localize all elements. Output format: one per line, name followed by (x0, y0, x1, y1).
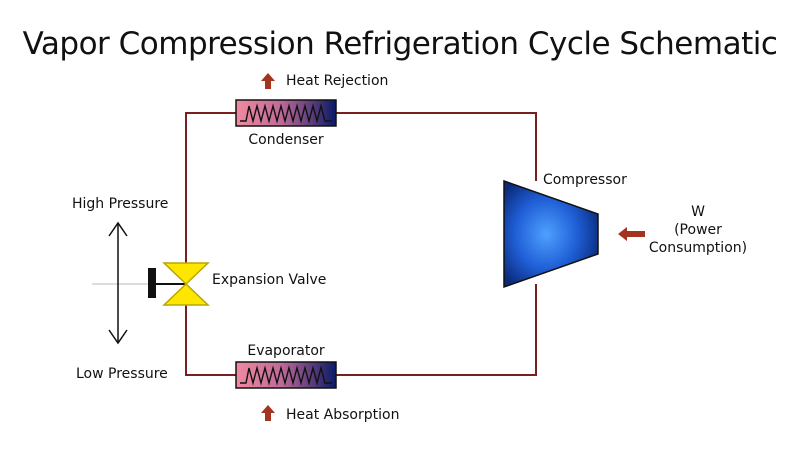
high-pressure-label: High Pressure (72, 196, 169, 212)
evaporator-zigzag (240, 365, 332, 386)
diagram-title: Vapor Compression Refrigeration Cycle Sc… (22, 26, 778, 62)
condenser-label: Condenser (248, 132, 324, 148)
work-input-arrow-icon (618, 227, 645, 241)
heat-absorption-arrow-icon (261, 405, 275, 421)
condenser-coil (235, 99, 337, 127)
pipe-top-left (185, 112, 236, 265)
pressure-arrowhead-down (108, 329, 128, 345)
expansion-valve-label: Expansion Valve (212, 272, 327, 288)
heat-rejection-label: Heat Rejection (286, 73, 389, 89)
pipe-top-right (336, 112, 537, 181)
condenser-zigzag (240, 103, 332, 124)
work-symbol: W (691, 204, 705, 220)
valve-lower-triangle (162, 282, 210, 306)
low-pressure-label: Low Pressure (76, 366, 168, 382)
pipe-bottom-left (185, 303, 236, 376)
evaporator-coil (235, 361, 337, 389)
evaporator-label: Evaporator (247, 343, 325, 359)
refrigerant-piping (185, 112, 537, 376)
work-description-line-2: Consumption) (648, 240, 748, 256)
compressor-label: Compressor (543, 172, 627, 188)
valve-upper-triangle (162, 262, 210, 286)
pressure-double-arrow (108, 221, 128, 345)
pipe-bottom-right (336, 284, 537, 376)
valve-handle (148, 268, 156, 298)
expansion-valve (92, 262, 210, 306)
heat-absorption-label: Heat Absorption (286, 407, 400, 423)
work-input-label: W (Power Consumption) (640, 203, 756, 257)
work-description-line-1: (Power (674, 222, 722, 238)
heat-rejection-arrow-icon (261, 73, 275, 89)
compressor-body (503, 179, 599, 289)
pressure-arrowhead-up (108, 221, 128, 237)
